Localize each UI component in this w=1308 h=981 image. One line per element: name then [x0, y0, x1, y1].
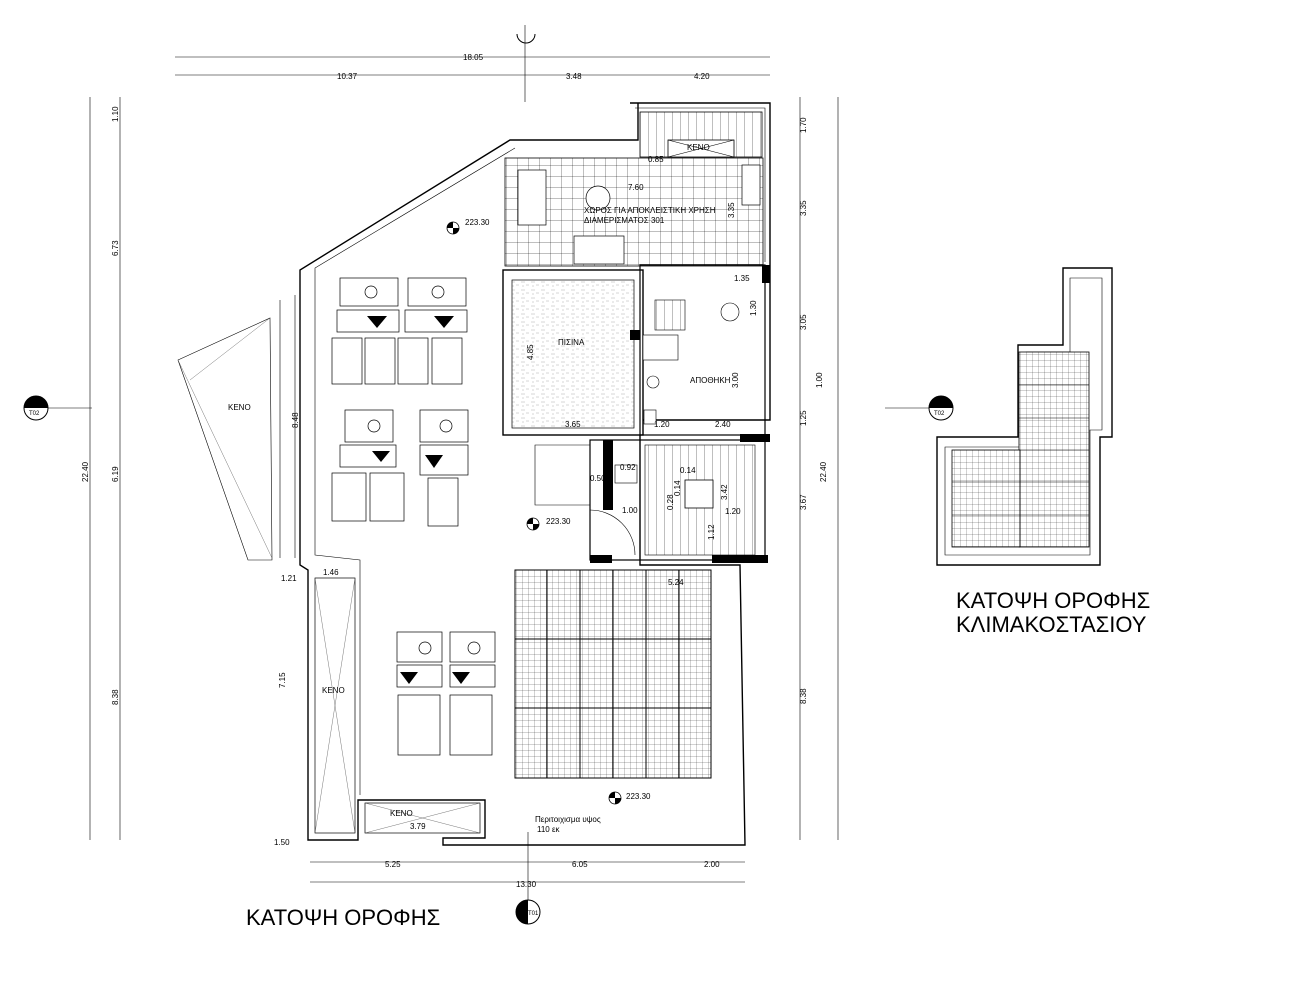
void-bottom-label: ΚΕΝΟ — [390, 809, 413, 818]
dimension-lines — [45, 25, 937, 910]
section-label-left: T02 — [29, 411, 40, 417]
core — [630, 264, 770, 442]
section-marker-icon — [928, 395, 954, 421]
stair-plan-title-2: ΚΛΙΜΑΚΟΣΤΑΣΙΟΥ — [956, 612, 1147, 637]
exclusive-use-label-2: ΔΙΑΜΕΡΙΣΜΑΤΟΣ 301 — [584, 216, 665, 225]
void-diagonal — [177, 295, 296, 561]
plan-titles: ΚΑΤΟΨΗ ΟΡΟΦΗΣ ΚΑΤΟΨΗ ΟΡΟΦΗΣ ΚΛΙΜΑΚΟΣΤΑΣΙ… — [246, 588, 1150, 930]
level-marker-icon — [526, 517, 540, 531]
stair-plan-title-1: ΚΑΤΟΨΗ ΟΡΟΦΗΣ — [956, 588, 1150, 613]
axis-circle-icon — [516, 33, 536, 44]
dim-inner-028: 0.28 — [666, 494, 675, 510]
exclusive-use-area — [504, 111, 764, 267]
dim-right-a: 1.70 — [799, 117, 808, 133]
dim-inner-379: 3.79 — [410, 822, 426, 831]
dim-inner-150: 1.50 — [274, 838, 290, 847]
dim-inner-848: 8.48 — [291, 412, 300, 428]
dim-inner-085: 0.85 — [648, 155, 664, 164]
dim-left-b: 6.73 — [111, 240, 120, 256]
dim-inner-240: 2.40 — [715, 420, 731, 429]
pool-label: ΠΙΣΙΝΑ — [558, 338, 585, 347]
dim-inner-342: 3.42 — [720, 484, 729, 500]
room-labels: ΧΩΡΟΣ ΓΙΑ ΑΠΟΚΛΕΙΣΤΙΚΗ ΧΡΗΣΗ ΔΙΑΜΕΡΙΣΜΑΤ… — [29, 143, 945, 917]
stair-roof-plan — [936, 267, 1113, 566]
void-top-label: ΚΕΝΟ — [687, 143, 710, 152]
dim-inner-014a: 0.14 — [680, 466, 696, 475]
dim-right-e: 1.25 — [799, 410, 808, 426]
dim-left-total: 22.40 — [81, 461, 90, 482]
solar-heaters — [331, 277, 496, 756]
stair-core-lower — [534, 439, 768, 563]
level-marker-icon — [608, 791, 622, 805]
dim-inner-300: 3.00 — [731, 372, 740, 388]
dim-inner-050: 0.50 — [590, 474, 606, 483]
building-outline — [299, 102, 771, 846]
level-label-middle: 223.30 — [546, 517, 571, 526]
dim-right-f: 3.67 — [799, 494, 808, 510]
dim-right-d: 1.00 — [815, 372, 824, 388]
exclusive-use-label-1: ΧΩΡΟΣ ΓΙΑ ΑΠΟΚΛΕΙΣΤΙΚΗ ΧΡΗΣΗ — [584, 206, 716, 215]
void-left-label: ΚΕΝΟ — [228, 403, 251, 412]
dim-inner-120a: 1.20 — [654, 420, 670, 429]
dim-inner-130: 1.30 — [749, 300, 758, 316]
level-label-bottom: 223.30 — [626, 792, 651, 801]
dim-inner-760: 7.60 — [628, 183, 644, 192]
level-label-top: 223.30 — [465, 218, 490, 227]
dim-inner-524: 5.24 — [668, 578, 684, 587]
dim-right-g: 8.38 — [799, 688, 808, 704]
level-marker-icon — [446, 221, 460, 235]
dim-inner-121: 1.21 — [281, 574, 297, 583]
dim-right-c: 3.05 — [799, 314, 808, 330]
dim-top-c: 4.20 — [694, 72, 710, 81]
dim-left-c: 6.19 — [111, 466, 120, 482]
dim-top-b: 3.48 — [566, 72, 582, 81]
dim-inner-715: 7.15 — [278, 672, 287, 688]
dim-left-d: 8.38 — [111, 689, 120, 705]
storage-label: ΑΠΟΘΗΚΗ — [690, 376, 731, 385]
dim-top-a: 10.37 — [337, 72, 358, 81]
dim-bottom-total: 13.30 — [516, 880, 537, 889]
dim-right-b: 3.35 — [799, 200, 808, 216]
main-plan-title: ΚΑΤΟΨΗ ΟΡΟΦΗΣ — [246, 905, 440, 930]
section-marker-icon — [23, 395, 49, 421]
dim-left-a: 1.10 — [111, 106, 120, 122]
parapet-label-2: 110 εκ — [537, 825, 561, 834]
dim-inner-100: 1.00 — [622, 506, 638, 515]
dim-inner-014b: 0.14 — [673, 480, 682, 496]
dim-bottom-c: 2.00 — [704, 860, 720, 869]
dim-bottom-b: 6.05 — [572, 860, 588, 869]
solar-panels — [514, 569, 712, 779]
section-marker-icon — [515, 899, 541, 925]
dim-inner-120b: 1.20 — [725, 507, 741, 516]
void-lower-left-label: ΚΕΝΟ — [322, 686, 345, 695]
dim-inner-092: 0.92 — [620, 463, 636, 472]
dim-inner-112: 1.12 — [707, 524, 716, 540]
dim-top-total: 18.05 — [463, 53, 484, 62]
dim-inner-146: 1.46 — [323, 568, 339, 577]
dim-inner-365: 3.65 — [565, 420, 581, 429]
parapet-label-1: Περιτοιχισμα υψος — [535, 815, 601, 824]
dim-right-total: 22.40 — [819, 461, 828, 482]
dim-bottom-a: 5.25 — [385, 860, 401, 869]
void-lower — [314, 577, 481, 834]
section-label-bottom: T01 — [528, 911, 539, 917]
dim-inner-485: 4.85 — [526, 344, 535, 360]
dim-inner-135: 1.35 — [734, 274, 750, 283]
pool — [502, 269, 644, 436]
dim-inner-335: 3.35 — [727, 202, 736, 218]
section-label-right: T02 — [934, 411, 945, 417]
dimension-labels: 18.05 10.37 3.48 4.20 1.10 6.73 6.19 8.3… — [81, 53, 828, 889]
